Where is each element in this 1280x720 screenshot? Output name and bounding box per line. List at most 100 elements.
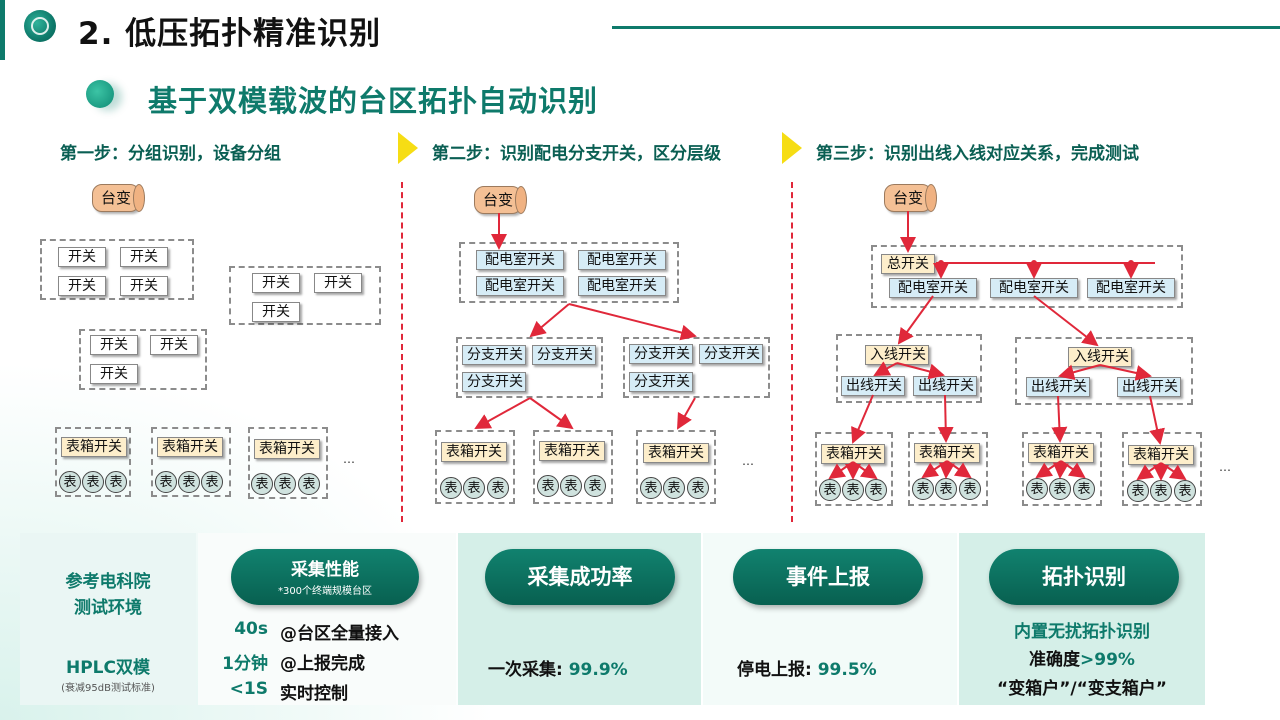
rate-panel: 采集成功率 一次采集: 99.9% xyxy=(458,533,701,705)
meter-node: 表 xyxy=(959,478,981,500)
meterbox-group xyxy=(151,427,231,497)
arrow xyxy=(1099,364,1152,381)
branch-switch-node: 分支开关 xyxy=(699,344,763,364)
arrow xyxy=(851,394,874,444)
meter-node: 表 xyxy=(1026,478,1048,500)
switch-node: 开关 xyxy=(58,247,106,267)
arrow xyxy=(1058,364,1101,381)
event-title: 事件上报 xyxy=(733,549,923,605)
subtitle-bullet-icon xyxy=(86,80,114,108)
meter-node: 表 xyxy=(274,473,296,495)
meter-node: 表 xyxy=(865,479,887,501)
room-switch-node: 配电室开关 xyxy=(1087,278,1175,298)
branch-switch-node: 分支开关 xyxy=(462,372,526,392)
meter-node: 表 xyxy=(251,473,273,495)
device-group xyxy=(79,329,207,390)
in-switch-node: 入线开关 xyxy=(865,345,929,365)
separator-line xyxy=(401,182,403,522)
meterbox-group xyxy=(636,430,716,504)
meterbox-switch-node: 表箱开关 xyxy=(539,441,605,461)
meter-node: 表 xyxy=(463,477,485,499)
perf-value-2: 1分钟 xyxy=(222,654,268,674)
out-switch-node: 出线开关 xyxy=(913,376,977,396)
device-group xyxy=(229,266,381,325)
topo-line-1: 内置无扰拓扑识别 xyxy=(1014,622,1150,642)
page-title: 2. 低压拓扑精准识别 xyxy=(78,16,382,52)
meter-node: 表 xyxy=(842,479,864,501)
switch-node: 开关 xyxy=(90,335,138,355)
room-switch-node: 配电室开关 xyxy=(476,250,564,270)
transformer-node: 台变 xyxy=(474,186,527,214)
env-mode: HPLC双模 xyxy=(66,658,150,678)
transformer-node: 台变 xyxy=(884,184,937,212)
arrow xyxy=(568,303,697,341)
meter-node: 表 xyxy=(487,477,509,499)
distribution-room-group xyxy=(459,242,679,303)
step-2-label: 第二步：识别配电分支开关，区分层级 xyxy=(432,144,721,164)
perf-note: *300个终端规模台区 xyxy=(277,586,373,597)
meterbox-switch-node: 表箱开关 xyxy=(157,437,223,457)
branch-switch-node: 分支开关 xyxy=(462,345,526,365)
env-panel: 参考电科院 测试环境 HPLC双模 (衰减95dB测试标准) xyxy=(20,533,196,705)
meterbox-group xyxy=(55,427,131,497)
perf-desc-2: @上报完成 xyxy=(280,654,365,674)
arrow xyxy=(1033,295,1099,347)
rate-title: 采集成功率 xyxy=(485,549,675,605)
topo-title: 拓扑识别 xyxy=(989,549,1179,605)
arrow xyxy=(873,361,898,376)
meterbox-group xyxy=(533,430,613,504)
perf-desc-1: @台区全量接入 xyxy=(280,624,399,644)
meter-node: 表 xyxy=(584,475,606,497)
topo-acc-label: 准确度 xyxy=(1029,650,1081,670)
meterbox-switch-node: 表箱开关 xyxy=(254,439,320,459)
event-label: 停电上报: xyxy=(737,660,818,680)
meter-node: 表 xyxy=(560,475,582,497)
transformer-node: 台变 xyxy=(92,184,145,212)
arrow xyxy=(896,362,945,380)
topo-line-3: “变箱户”/“变支箱户” xyxy=(997,679,1167,699)
step-3-label: 第三步：识别出线入线对应关系，完成测试 xyxy=(816,144,1139,164)
switch-node: 开关 xyxy=(252,273,300,293)
out-switch-node: 出线开关 xyxy=(1026,377,1090,397)
event-metric: 停电上报: 99.5% xyxy=(737,655,877,680)
arrow xyxy=(474,397,531,429)
arrow xyxy=(529,397,574,430)
arrow xyxy=(937,394,954,443)
switch-node: 开关 xyxy=(150,335,198,355)
step-1-label: 第一步：分组识别，设备分组 xyxy=(60,144,281,164)
perf-desc-3: 实时控制 xyxy=(280,684,348,704)
meter-node: 表 xyxy=(1073,478,1095,500)
rate-value: 99.9% xyxy=(568,660,628,680)
perf-title: 采集性能 xyxy=(291,560,359,580)
topo-accuracy: 准确度>99% xyxy=(959,645,1205,670)
meterbox-switch-node: 表箱开关 xyxy=(441,442,507,462)
event-value: 99.5% xyxy=(817,660,877,680)
meter-node: 表 xyxy=(59,471,81,493)
meter-node: 表 xyxy=(82,471,104,493)
more-ellipsis: … xyxy=(742,454,755,468)
switch-node: 开关 xyxy=(120,247,168,267)
room-switch-node: 配电室开关 xyxy=(578,276,666,296)
rate-metric: 一次采集: 99.9% xyxy=(488,655,628,680)
meter-node: 表 xyxy=(105,471,127,493)
arrow xyxy=(897,295,934,345)
page-subtitle: 基于双模载波的台区拓扑自动识别 xyxy=(148,84,599,118)
arrow xyxy=(677,397,696,430)
meterbox-switch-node: 表箱开关 xyxy=(643,443,709,463)
branch-switch-node: 分支开关 xyxy=(629,344,693,364)
room-switch-node: 配电室开关 xyxy=(889,278,977,298)
perf-value-3: <1S xyxy=(229,679,268,699)
meter-node: 表 xyxy=(1150,480,1172,502)
meter-node: 表 xyxy=(178,471,200,493)
arrow xyxy=(1149,395,1165,445)
room-switch-node: 配电室开关 xyxy=(476,276,564,296)
out-switch-node: 出线开关 xyxy=(841,376,905,396)
in-switch-node: 入线开关 xyxy=(1068,347,1132,367)
switch-node: 开关 xyxy=(58,276,106,296)
switch-node: 开关 xyxy=(252,302,300,322)
topo-acc-value: >99% xyxy=(1080,650,1135,670)
meterbox-group xyxy=(435,430,515,504)
meter-node: 表 xyxy=(663,477,685,499)
meter-node: 表 xyxy=(298,473,320,495)
room-switch-node: 配电室开关 xyxy=(578,250,666,270)
